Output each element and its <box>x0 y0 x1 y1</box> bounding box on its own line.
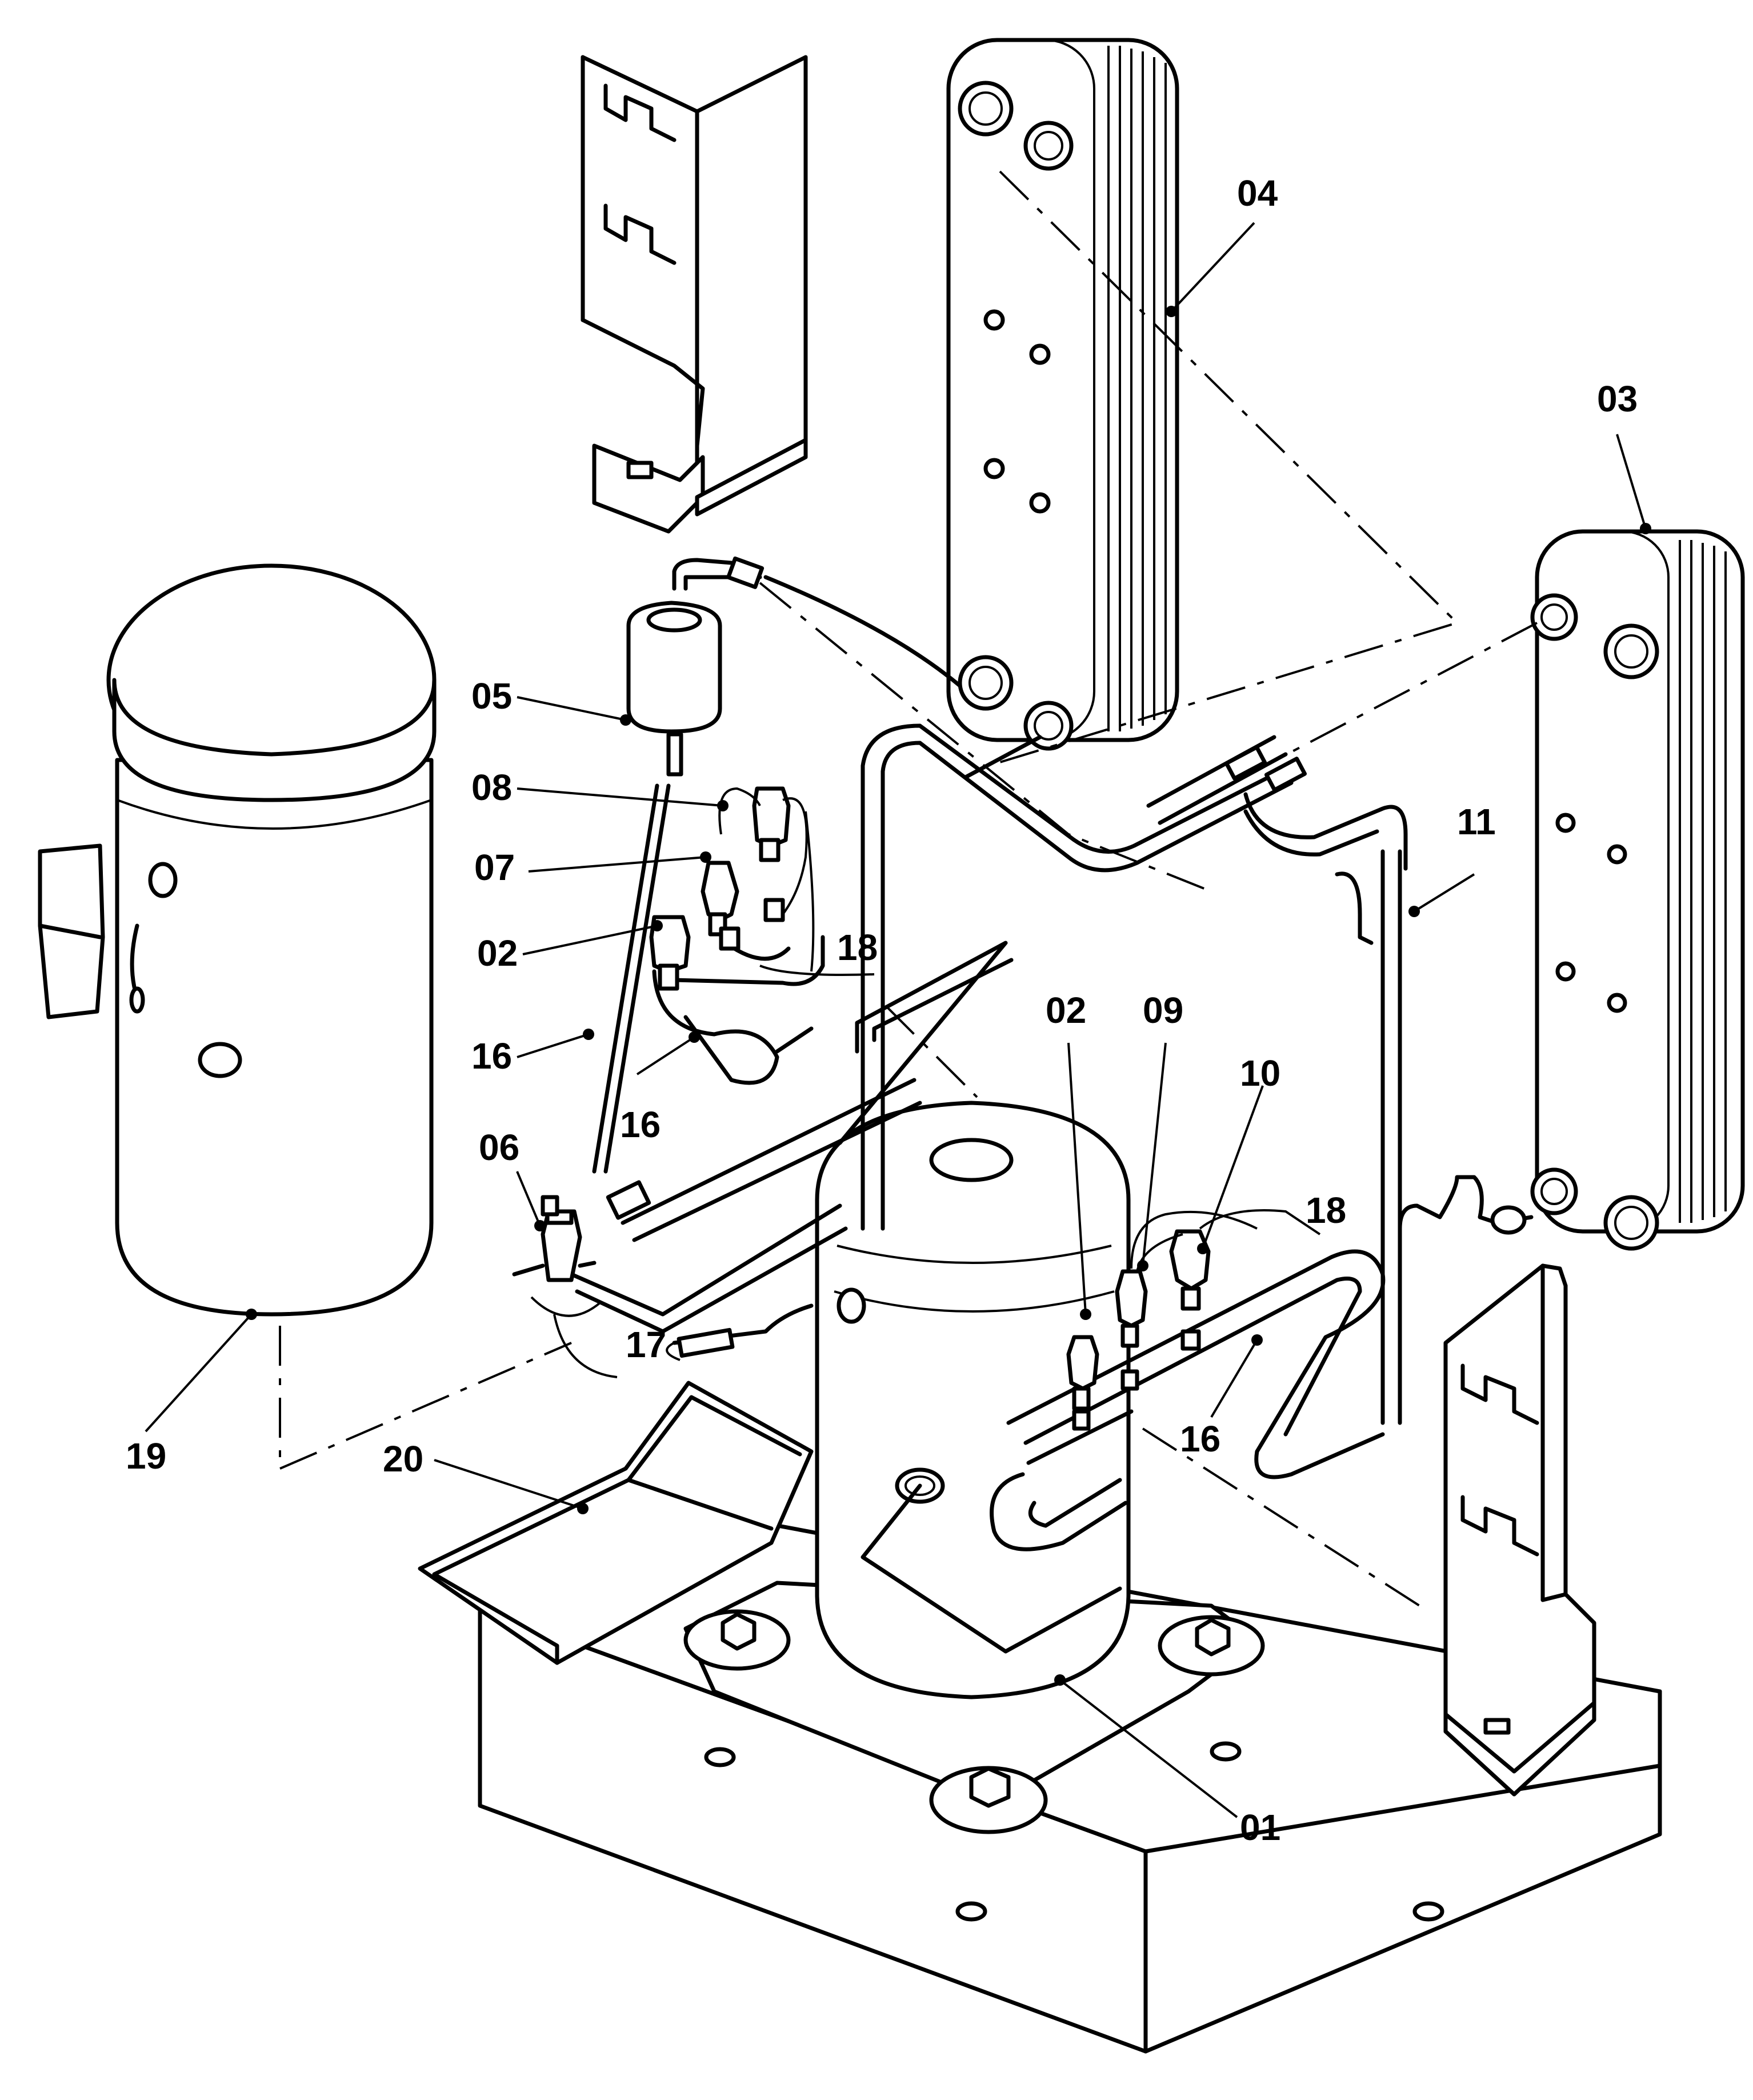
callout-02-left: 02 <box>477 933 518 974</box>
callout-19: 19 <box>126 1435 166 1477</box>
callout-18-right: 18 <box>1306 1190 1346 1231</box>
right-mounting-bracket <box>1443 1263 1596 1797</box>
callout-11: 11 <box>1457 801 1496 842</box>
heat-exchanger-top <box>946 38 1179 751</box>
callout-labels: 01 02 02 03 04 05 06 07 08 09 10 11 16 1… <box>126 173 1638 1848</box>
callout-06: 06 <box>479 1127 519 1168</box>
heat-exchanger-right <box>1530 529 1745 1251</box>
callout-08: 08 <box>471 767 512 808</box>
callout-03: 03 <box>1597 378 1638 419</box>
callout-09: 09 <box>1143 990 1183 1031</box>
callout-04: 04 <box>1237 173 1278 214</box>
callout-18-left: 18 <box>837 927 878 968</box>
refrigerant-piping <box>418 556 1534 1665</box>
callout-17: 17 <box>626 1324 666 1365</box>
callout-16-middle: 16 <box>620 1104 661 1145</box>
callout-07: 07 <box>474 847 515 888</box>
callout-01: 01 <box>1240 1807 1280 1848</box>
callout-16-upper: 16 <box>471 1035 512 1077</box>
left-mounting-bracket <box>581 55 808 534</box>
callout-16-right: 16 <box>1180 1418 1220 1459</box>
receiver-tank <box>38 563 437 1317</box>
callout-10: 10 <box>1240 1053 1280 1094</box>
callout-20: 20 <box>383 1438 423 1479</box>
callout-05: 05 <box>471 675 512 717</box>
callout-02-right: 02 <box>1046 990 1086 1031</box>
leader-lines <box>145 222 1651 1818</box>
